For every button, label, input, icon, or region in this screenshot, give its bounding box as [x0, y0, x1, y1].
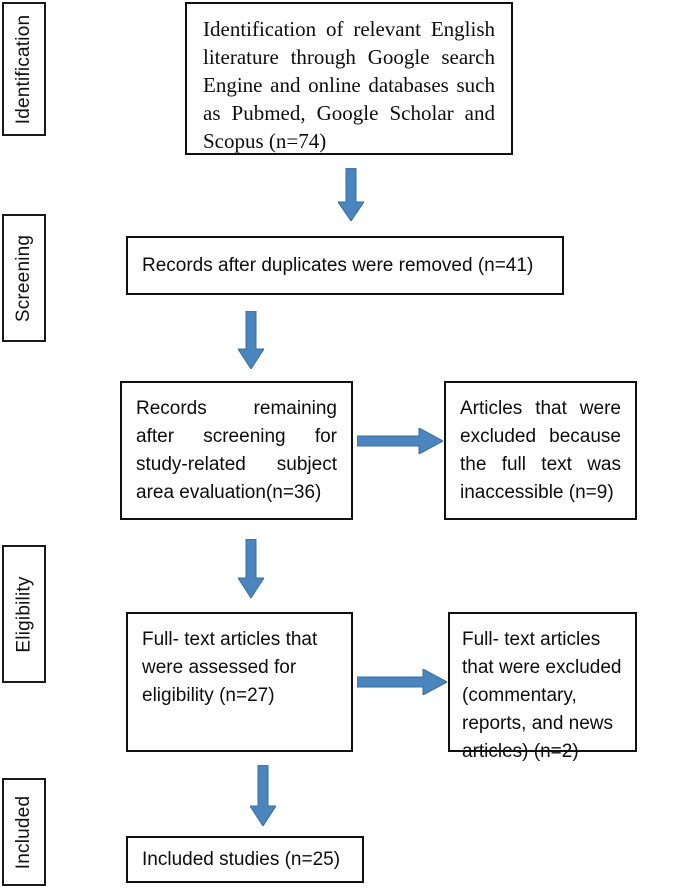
arrow-duplicates-to-records [238, 311, 264, 369]
node-full-text-excluded: Full- text articles that were excluded (… [448, 612, 637, 762]
stage-label-included-text: Included [13, 795, 35, 869]
stage-label-identification: Identification [2, 2, 46, 136]
node-identification-source: Identification of relevant English liter… [185, 2, 513, 155]
stage-label-identification-text: Identification [13, 14, 35, 124]
node-identification-source-text: Identification of relevant English liter… [203, 17, 495, 153]
arrow-fulltext-to-excluded [357, 669, 447, 695]
stage-label-screening: Screening [2, 214, 46, 342]
arrow-records-to-excluded [357, 428, 443, 454]
node-records-remaining: Records remaining after screening for st… [120, 381, 353, 520]
node-excluded-full-text: Articles that were excluded because the … [444, 381, 637, 520]
node-excluded-full-text-text: Articles that were excluded because the … [460, 398, 621, 503]
node-after-duplicates-text: Records after duplicates were removed (n… [142, 254, 534, 276]
arrow-identification-to-duplicates [338, 168, 364, 221]
stage-label-eligibility-text: Eligibility [13, 575, 35, 653]
node-after-duplicates: Records after duplicates were removed (n… [126, 236, 564, 295]
node-full-text-assessed: Full- text articles that were assessed f… [126, 612, 353, 752]
stage-label-included: Included [2, 778, 46, 886]
node-records-remaining-text: Records remaining after screening for st… [136, 398, 337, 503]
stage-label-eligibility: Eligibility [2, 545, 46, 683]
node-included-studies-text: Included studies (n=25) [142, 848, 341, 870]
node-full-text-assessed-text: Full- text articles that were assessed f… [142, 629, 318, 706]
stage-label-screening-text: Screening [13, 234, 35, 322]
arrow-records-to-fulltext [238, 539, 264, 598]
arrow-fulltext-to-included [250, 765, 276, 826]
node-included-studies: Included studies (n=25) [126, 836, 364, 883]
node-full-text-excluded-text: Full- text articles that were excluded (… [462, 629, 622, 762]
